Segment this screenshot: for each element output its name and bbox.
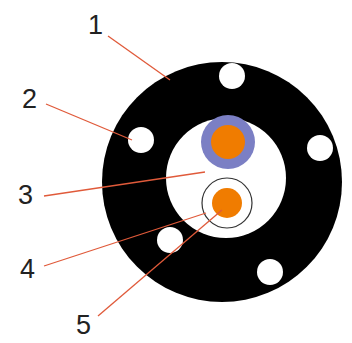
strength-hole [157, 227, 183, 253]
callout-number: 1 [88, 12, 103, 39]
leader-line [108, 36, 170, 80]
strength-hole [307, 135, 333, 161]
buffer-coating [201, 115, 255, 169]
fiber-core [212, 188, 242, 218]
callout-number: 4 [20, 256, 35, 283]
leader-line [98, 210, 222, 316]
strength-hole [257, 259, 283, 285]
leader-line [44, 172, 205, 196]
callout-number: 5 [76, 312, 91, 339]
strength-hole [219, 63, 245, 89]
leader-line [44, 213, 206, 266]
fiber-core [211, 125, 245, 159]
callout-number: 2 [22, 86, 37, 113]
leader-line [46, 104, 132, 140]
callout-number: 3 [18, 182, 33, 209]
